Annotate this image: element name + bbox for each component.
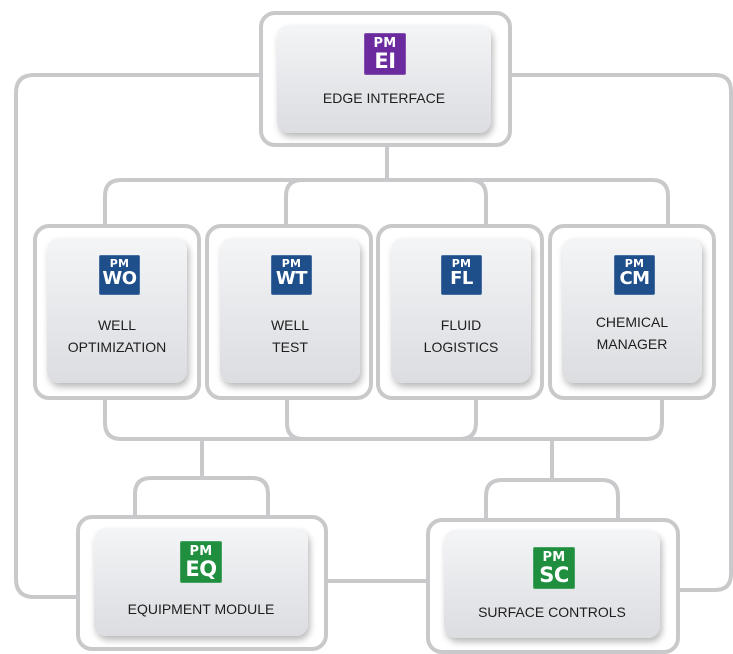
connector-bottom-bus-left (103, 398, 478, 441)
badge-prefix: PM (109, 257, 130, 270)
equipment-module-card[interactable]: PM EQ EQUIPMENT MODULE (94, 528, 308, 636)
connector-top-bus (103, 178, 670, 226)
pm-ei-badge-icon: PM EI (364, 33, 406, 75)
badge-code: EQ (185, 557, 217, 581)
pm-cm-badge-icon: PM CM (614, 255, 655, 295)
badge-prefix: PM (189, 544, 213, 559)
label-line: WELL (270, 317, 310, 333)
chemical-manager-label: CHEMICAL MANAGER (562, 311, 702, 355)
pm-sc-badge-icon: PM SC (533, 547, 575, 589)
surface-controls-frame: PM SC SURFACE CONTROLS (426, 518, 680, 654)
connector-outer-loop-left (14, 73, 261, 599)
equipment-module-label: EQUIPMENT MODULE (94, 598, 308, 620)
label-line: EQUIPMENT MODULE (127, 601, 275, 617)
label-line: CHEMICAL (595, 314, 669, 330)
surface-controls-card[interactable]: PM SC SURFACE CONTROLS (444, 530, 660, 638)
edge-interface-card[interactable]: PM EI EDGE INTERFACE (277, 25, 491, 133)
well-optimization-frame: PM WO WELL OPTIMIZATION (33, 224, 201, 400)
label-line: EDGE INTERFACE (322, 90, 446, 106)
pm-fl-badge-icon: PM FL (441, 255, 482, 295)
edge-interface-frame: PM EI EDGE INTERFACE (259, 11, 512, 147)
pm-eq-badge-icon: PM EQ (180, 541, 222, 583)
badge-code: WO (102, 268, 137, 289)
fluid-logistics-card[interactable]: PM FL FLUID LOGISTICS (391, 238, 531, 383)
label-line: LOGISTICS (423, 339, 499, 355)
badge-code: EI (374, 49, 396, 73)
surface-controls-label: SURFACE CONTROLS (444, 601, 660, 623)
badge-code: SC (539, 563, 569, 587)
badge-prefix: PM (624, 257, 645, 270)
connector-arch-eq (133, 476, 270, 517)
label-line: TEST (272, 339, 308, 355)
badge-code: CM (619, 268, 650, 289)
badge-prefix: PM (542, 550, 566, 565)
well-test-label: WELL TEST (220, 314, 360, 358)
well-test-frame: PM WT WELL TEST (205, 224, 373, 400)
label-line: SURFACE CONTROLS (478, 604, 626, 620)
pm-wo-badge-icon: PM WO (99, 255, 140, 295)
connector-arch-sc (484, 478, 620, 520)
equipment-module-frame: PM EQ EQUIPMENT MODULE (76, 515, 328, 651)
connector-outer-loop-right (508, 73, 733, 592)
badge-prefix: PM (373, 36, 397, 51)
edge-interface-label: EDGE INTERFACE (277, 87, 491, 109)
badge-prefix: PM (281, 257, 302, 270)
label-line: OPTIMIZATION (67, 339, 167, 355)
well-test-card[interactable]: PM WT WELL TEST (220, 238, 360, 383)
chemical-manager-card[interactable]: PM CM CHEMICAL MANAGER (562, 238, 702, 383)
well-optimization-label: WELL OPTIMIZATION (47, 314, 187, 358)
label-line: MANAGER (596, 336, 668, 352)
well-optimization-card[interactable]: PM WO WELL OPTIMIZATION (47, 238, 187, 383)
badge-prefix: PM (451, 257, 472, 270)
label-line: WELL (97, 317, 137, 333)
badge-code: WT (275, 268, 308, 289)
chemical-manager-frame: PM CM CHEMICAL MANAGER (548, 224, 716, 400)
fluid-logistics-label: FLUID LOGISTICS (391, 314, 531, 358)
pm-wt-badge-icon: PM WT (271, 255, 312, 295)
fluid-logistics-frame: PM FL FLUID LOGISTICS (376, 224, 544, 400)
connector-top-branch (284, 178, 488, 226)
badge-code: FL (450, 268, 473, 289)
connector-bottom-bus-right (285, 398, 664, 441)
label-line: FLUID (440, 317, 482, 333)
